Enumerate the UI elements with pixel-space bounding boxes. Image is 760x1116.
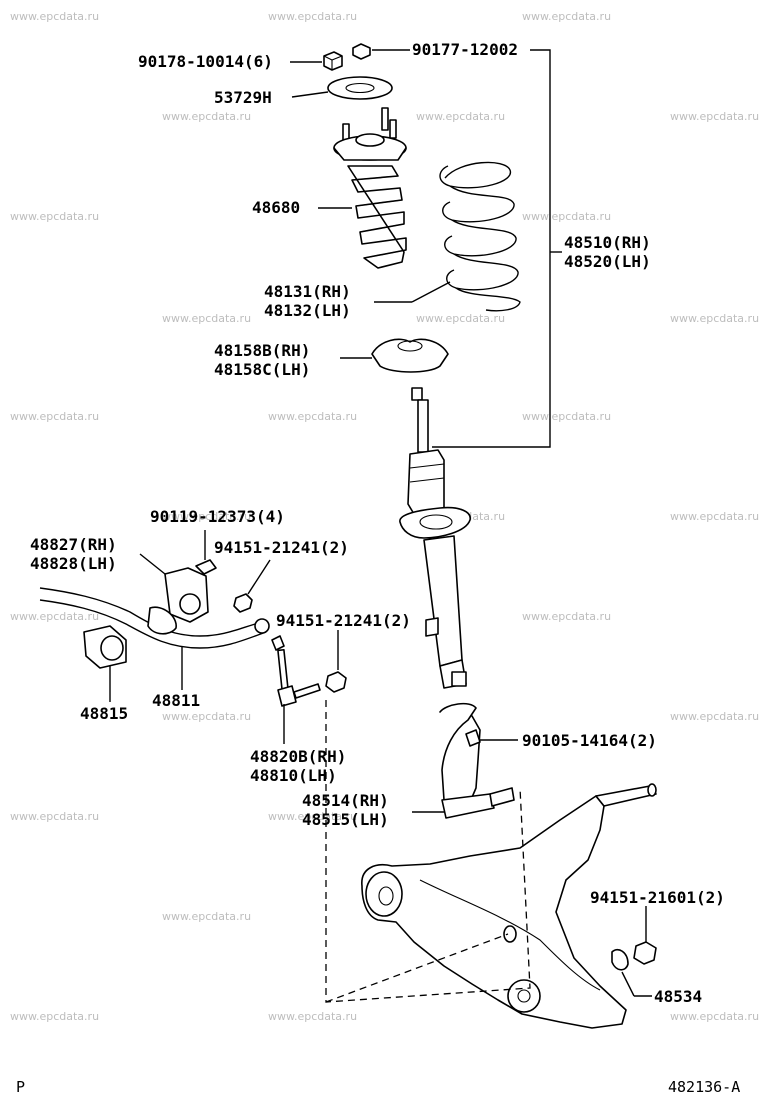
label-94151-upper: 94151-21241(2) <box>214 538 349 557</box>
label-48810: 48810(LH) <box>250 766 337 785</box>
watermark: www.epcdata.ru <box>416 110 505 123</box>
label-48811: 48811 <box>152 691 200 710</box>
coil-spring <box>374 161 521 312</box>
watermark: www.epcdata.ru <box>670 710 759 723</box>
label-48131: 48131(RH) <box>264 282 351 301</box>
label-48534: 48534 <box>654 987 702 1006</box>
watermark: www.epcdata.ru <box>670 110 759 123</box>
label-48520: 48520(LH) <box>564 252 651 271</box>
knuckle-arm <box>412 702 515 819</box>
strut-assembly-bracket <box>432 49 562 448</box>
watermark: www.epcdata.ru <box>670 312 759 325</box>
watermark: www.epcdata.ru <box>268 1010 357 1023</box>
upper-insulator <box>291 76 393 100</box>
reference-dashes <box>325 700 531 1003</box>
label-90119: 90119-12373(4) <box>150 507 285 526</box>
watermark: www.epcdata.ru <box>670 1010 759 1023</box>
label-90178: 90178-10014(6) <box>138 52 273 71</box>
footer: P 482136-A <box>16 1078 740 1096</box>
watermark: www.epcdata.ru <box>522 210 611 223</box>
label-53729: 53729H <box>214 88 272 107</box>
label-94151-21601: 94151-21601(2) <box>590 888 725 907</box>
label-90105: 90105-14164(2) <box>522 731 657 750</box>
label-48680: 48680 <box>252 198 300 217</box>
watermark-layer: www.epcdata.ru www.epcdata.ru www.epcdat… <box>10 10 759 1023</box>
watermark: www.epcdata.ru <box>162 710 251 723</box>
label-90177: 90177-12002 <box>412 40 518 59</box>
shock-absorber <box>399 387 471 689</box>
watermark: www.epcdata.ru <box>10 610 99 623</box>
watermark: www.epcdata.ru <box>268 410 357 423</box>
label-48510: 48510(RH) <box>564 233 651 252</box>
label-48820b: 48820B(RH) <box>250 747 346 766</box>
lower-control-arm <box>361 783 657 1029</box>
watermark: www.epcdata.ru <box>268 10 357 23</box>
label-48158c: 48158C(LH) <box>214 360 310 379</box>
label-48132: 48132(LH) <box>264 301 351 320</box>
label-48514: 48514(RH) <box>302 791 389 810</box>
watermark: www.epcdata.ru <box>268 810 357 823</box>
top-nuts <box>290 43 410 71</box>
label-48827: 48827(RH) <box>30 535 117 554</box>
knuckle-bolt <box>465 729 518 747</box>
watermark: www.epcdata.ru <box>162 312 251 325</box>
watermark: www.epcdata.ru <box>522 610 611 623</box>
watermark: www.epcdata.ru <box>162 910 251 923</box>
watermark: www.epcdata.ru <box>10 210 99 223</box>
stabilizer-bracket <box>139 553 209 635</box>
stabilizer-nut-lower <box>325 630 347 693</box>
watermark: www.epcdata.ru <box>10 410 99 423</box>
watermark: www.epcdata.ru <box>416 312 505 325</box>
lower-spring-insulator <box>340 338 449 373</box>
part-labels: 90178-10014(6) 90177-12002 53729H 48680 … <box>30 40 725 1006</box>
label-48515: 48515(LH) <box>302 810 389 829</box>
upper-support-and-boot <box>318 107 407 269</box>
stabilizer-nut-upper <box>233 559 271 613</box>
watermark: www.epcdata.ru <box>522 10 611 23</box>
label-94151-lower: 94151-21241(2) <box>276 611 411 630</box>
arm-nut-and-washer <box>611 906 657 997</box>
watermark: www.epcdata.ru <box>162 510 251 523</box>
stabilizer-bushing <box>83 625 127 702</box>
stabilizer-link <box>271 635 321 744</box>
label-48158b: 48158B(RH) <box>214 341 310 360</box>
label-48828: 48828(LH) <box>30 554 117 573</box>
stabilizer-bar <box>39 587 270 690</box>
footer-left-code: P <box>16 1078 25 1096</box>
watermark: www.epcdata.ru <box>522 410 611 423</box>
bracket-bolt <box>195 530 217 575</box>
watermark: www.epcdata.ru <box>10 1010 99 1023</box>
label-48815: 48815 <box>80 704 128 723</box>
watermark: www.epcdata.ru <box>10 10 99 23</box>
illustration-number: 482136-A <box>668 1078 740 1096</box>
watermark: www.epcdata.ru <box>670 510 759 523</box>
watermark: www.epcdata.ru <box>162 110 251 123</box>
watermark: www.epcdata.ru <box>10 810 99 823</box>
